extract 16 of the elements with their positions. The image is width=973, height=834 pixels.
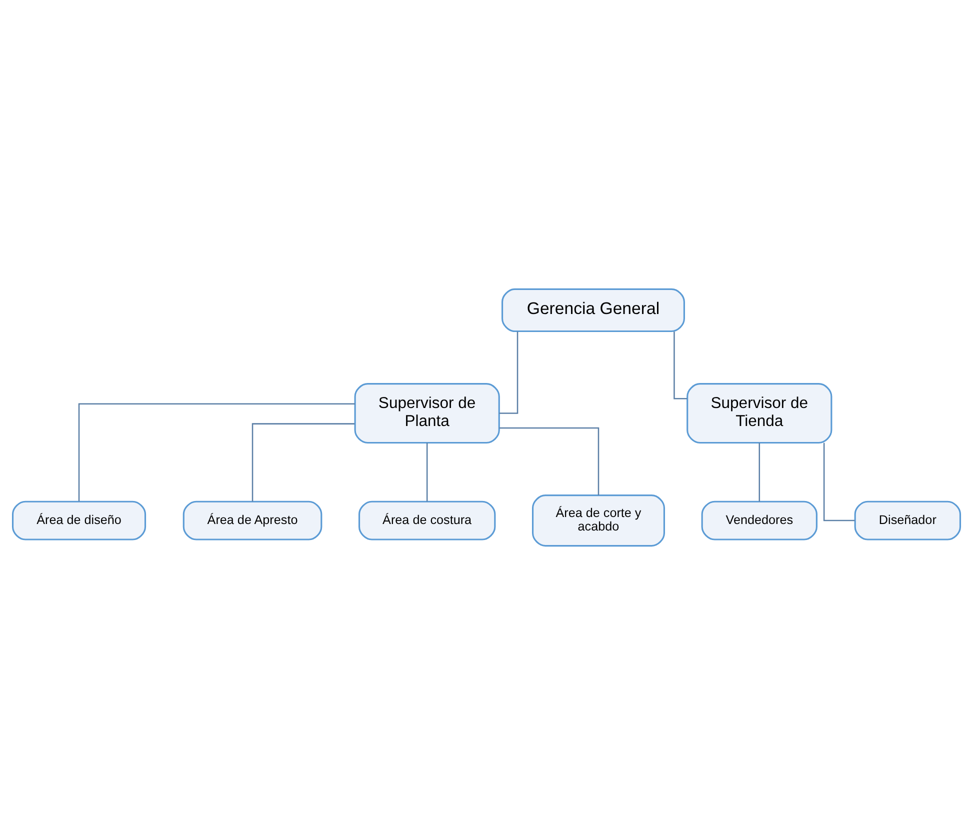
- node-box: Gerencia General: [501, 288, 685, 332]
- connector: [426, 442, 428, 502]
- connector: [499, 426, 600, 495]
- node-box: Vendedores: [701, 500, 818, 540]
- node-box: Supervisor de Tienda: [686, 382, 832, 444]
- node-box: Diseñador: [854, 500, 962, 540]
- node-box: Área de corte y acabdo: [532, 494, 665, 546]
- connector: [823, 442, 855, 521]
- node-box: Supervisor de Planta: [354, 382, 500, 444]
- connector: [758, 442, 760, 502]
- node-box: Área de diseño: [12, 500, 146, 540]
- connector: [78, 402, 355, 501]
- connector: [252, 422, 355, 501]
- connector: [499, 331, 518, 414]
- node-box: Área de costura: [358, 500, 496, 540]
- node-box: Área de Apresto: [182, 500, 322, 540]
